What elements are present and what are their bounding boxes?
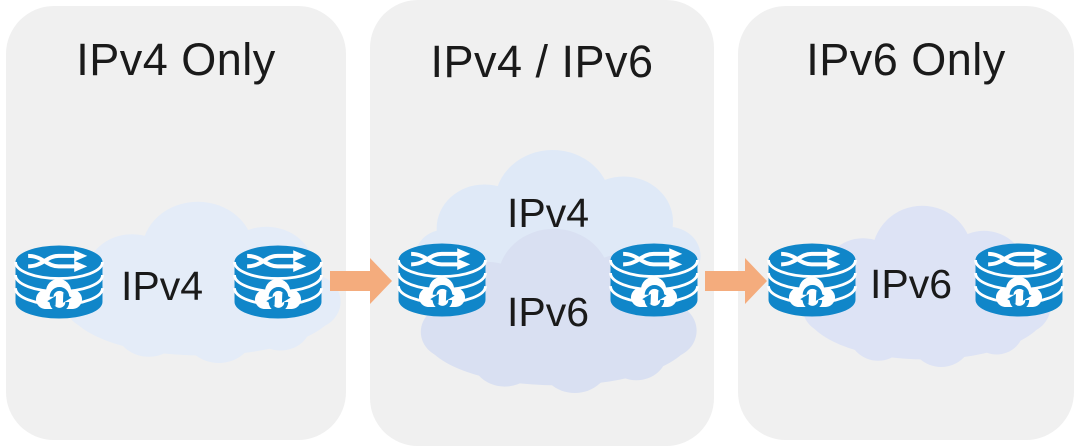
cloud-label: IPv6 bbox=[506, 289, 590, 335]
cloud-router-icon bbox=[766, 241, 858, 319]
cloud-router-icon bbox=[608, 241, 700, 319]
cloud-label: IPv6 bbox=[869, 261, 953, 307]
panel-title: IPv4 / IPv6 bbox=[430, 36, 654, 87]
transition-arrow-icon bbox=[705, 258, 767, 304]
panel-ipv6-only: IPv6 Only IPv6 bbox=[738, 6, 1074, 440]
panel-ipv4-only: IPv4 Only IPv4 bbox=[6, 6, 346, 440]
cloud-router-icon bbox=[396, 241, 488, 319]
panel-dual-stack: IPv4 / IPv6 IPv4 IPv6 bbox=[370, 0, 714, 446]
cloud-router-icon bbox=[232, 243, 324, 321]
cloud-label: IPv4 bbox=[506, 190, 590, 236]
transition-arrow-icon bbox=[330, 258, 392, 304]
panel-title: IPv6 Only bbox=[806, 34, 1006, 85]
cloud-label: IPv4 bbox=[120, 263, 204, 309]
cloud-router-icon bbox=[13, 243, 105, 321]
cloud-router-icon bbox=[973, 241, 1065, 319]
panel-title: IPv4 Only bbox=[76, 34, 276, 85]
